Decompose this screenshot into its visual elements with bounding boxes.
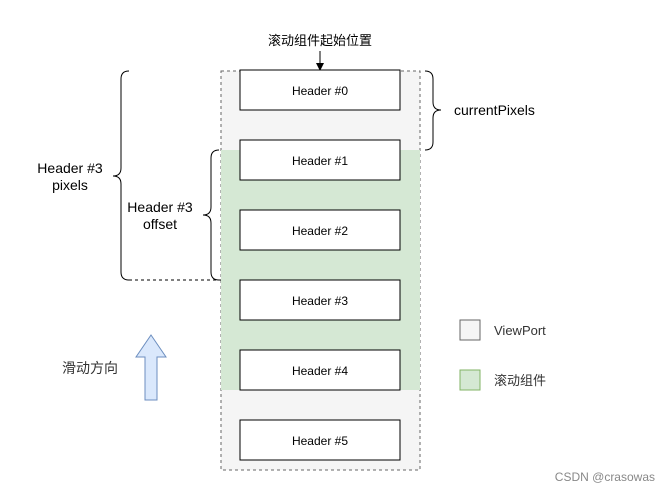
- scroll-direction-label: 滑动方向: [62, 360, 118, 376]
- header-label: Header #2: [292, 224, 348, 238]
- header3-pixels-brace: [112, 70, 130, 281]
- legend-label-scroll: 滚动组件: [494, 373, 546, 388]
- watermark: CSDN @crasowas: [555, 470, 655, 484]
- legend-label-viewport: ViewPort: [494, 323, 546, 338]
- header-box-5: Header #5: [239, 419, 401, 461]
- header3-offset-label-line1: Header #3: [127, 199, 193, 215]
- header-label: Header #0: [292, 84, 348, 98]
- header-box-2: Header #2: [239, 209, 401, 251]
- legend-swatch-scroll: [459, 369, 481, 391]
- header-box-4: Header #4: [239, 349, 401, 391]
- header-box-1: Header #1: [239, 139, 401, 181]
- header-label: Header #1: [292, 154, 348, 168]
- scroll-direction-up-arrow-icon: [135, 334, 167, 401]
- current-pixels-brace: [424, 70, 442, 151]
- header-label: Header #4: [292, 364, 348, 378]
- legend-swatch-viewport: [459, 319, 481, 341]
- header3-offset-brace: [202, 149, 220, 281]
- header3-pixels-label-line1: Header #3: [37, 160, 103, 176]
- current-pixels-label: currentPixels: [454, 102, 535, 118]
- start-arrow-head: [316, 63, 324, 71]
- header-label: Header #3: [292, 294, 348, 308]
- header3-offset-label-line2: offset: [143, 216, 177, 232]
- scroll-start-label: 滚动组件起始位置: [268, 33, 372, 48]
- header-box-0: Header #0: [239, 69, 401, 111]
- header-box-3: Header #3: [239, 279, 401, 321]
- header3-pixels-label-line2: pixels: [52, 177, 88, 193]
- header-label: Header #5: [292, 434, 348, 448]
- legend: ViewPort 滚动组件: [459, 319, 546, 391]
